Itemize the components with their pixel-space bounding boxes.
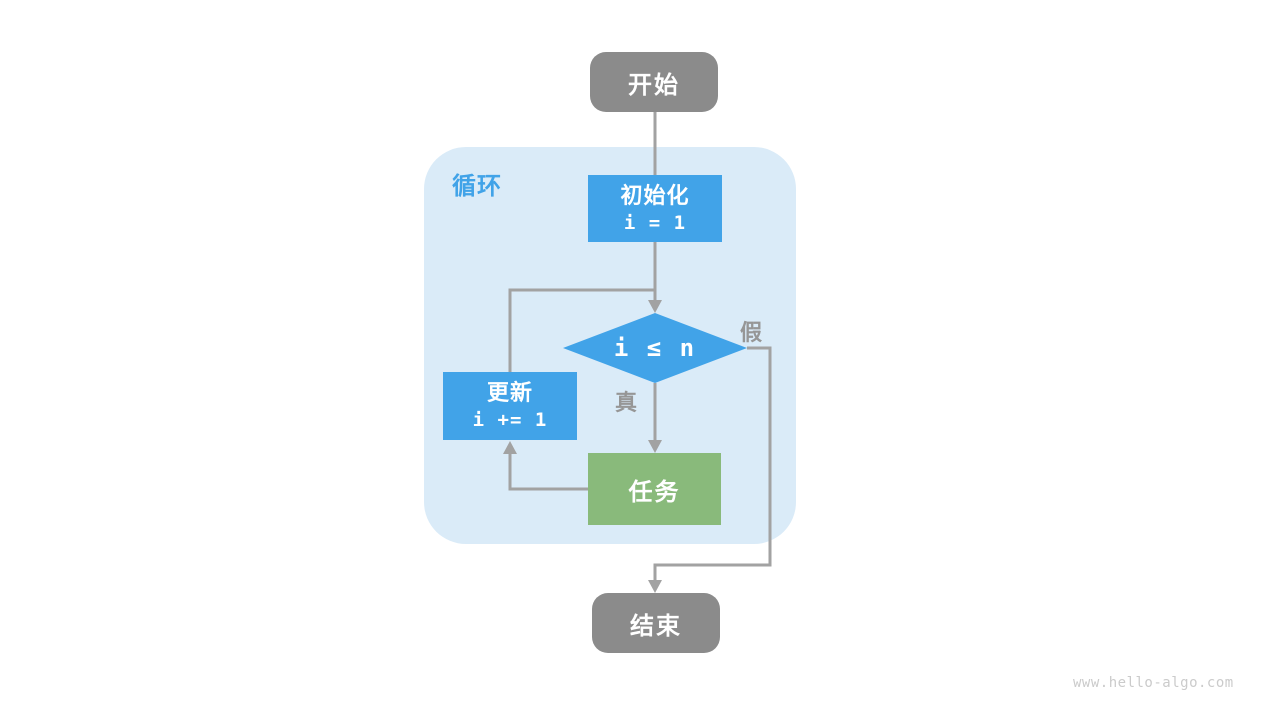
- update-box-title: 更新: [486, 380, 533, 406]
- update-box: 更新 i += 1: [443, 372, 577, 440]
- start-node-label: 开始: [628, 71, 680, 99]
- task-box: 任务: [588, 453, 721, 525]
- init-box: 初始化 i = 1: [588, 175, 722, 242]
- init-box-code: i = 1: [623, 211, 687, 234]
- loop-region-label: 循环: [452, 173, 502, 200]
- watermark: www.hello-algo.com: [1073, 675, 1234, 691]
- end-node: 结束: [592, 593, 720, 653]
- task-box-label: 任务: [628, 478, 681, 506]
- update-box-code: i += 1: [472, 409, 548, 432]
- false-branch-label: 假: [740, 320, 763, 345]
- condition-expression: i ≤ n: [613, 334, 697, 362]
- start-node: 开始: [590, 52, 718, 112]
- true-branch-label: 真: [615, 390, 638, 415]
- init-box-title: 初始化: [620, 182, 690, 208]
- end-node-label: 结束: [630, 612, 682, 640]
- arrowhead-into-end: [648, 580, 662, 593]
